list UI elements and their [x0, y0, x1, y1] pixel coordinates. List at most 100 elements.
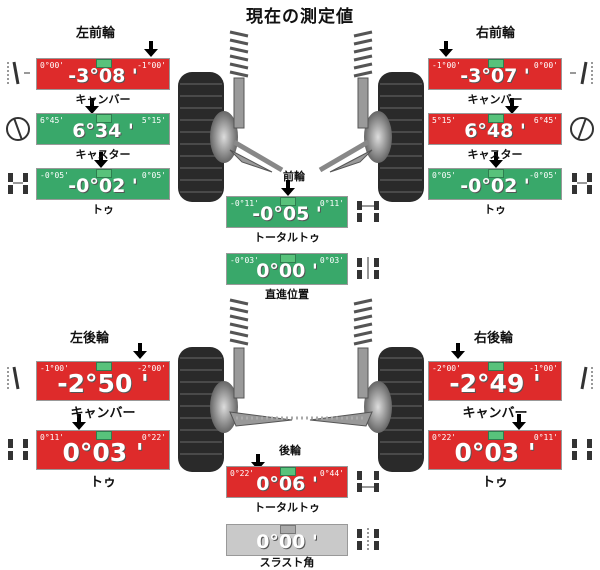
range-max: 0°03': [319, 256, 344, 265]
measured-value: -3°07 ': [460, 65, 530, 87]
front-section-label: 前輪: [283, 170, 305, 183]
tolerance-marker: [488, 114, 504, 123]
rear-right-toe-gauge: 0°22' 0°11' 0°03 ': [428, 430, 562, 470]
tolerance-marker: [96, 431, 112, 440]
front-left-camber-gauge: 0°00' -1°00' -3°08 ': [36, 58, 170, 90]
tolerance-marker: [488, 59, 504, 68]
front-right-toe-label: トゥ: [484, 203, 506, 216]
thrust-angle-diagram-icon: [357, 528, 379, 550]
range-max: -1°00': [529, 364, 558, 373]
camber-diagram-icon: [7, 61, 30, 85]
rear-total-toe-label: トータルトゥ: [254, 501, 320, 514]
range-max: -2°00': [137, 364, 166, 373]
front-right-heading: 右前輪: [476, 26, 516, 41]
measured-value: 0°00 ': [256, 260, 318, 282]
toe-diagram-icon: [572, 173, 592, 194]
tolerance-marker: [488, 169, 504, 178]
front-left-camber-label: キャンバー: [75, 93, 131, 106]
front-right-toe-gauge: 0°05' -0°05' -0°02 ': [428, 168, 562, 200]
measured-value: -0°02 ': [68, 175, 138, 197]
measured-value: 0°03 ': [454, 438, 536, 467]
range-min: 0°00': [40, 61, 65, 70]
tolerance-marker: [96, 169, 112, 178]
page-title: 現在の測定値: [246, 7, 354, 27]
range-min: 0°11': [40, 433, 65, 442]
range-min: -1°00': [40, 364, 69, 373]
rear-left-toe-gauge: 0°11' 0°22' 0°03 ': [36, 430, 170, 470]
rear-left-camber-gauge: -1°00' -2°00' -2°50 ': [36, 361, 170, 401]
front-right-caster-label: キャスター: [467, 148, 523, 161]
straight-ahead-diagram-icon: [357, 257, 379, 279]
tolerance-marker: [96, 59, 112, 68]
range-min: 0°05': [432, 171, 457, 180]
rear-right-toe-label: トゥ: [481, 475, 508, 490]
range-max: 0°05': [141, 171, 166, 180]
straight-ahead-gauge: -0°03' 0°03' 0°00 ': [226, 253, 348, 285]
front-suspension-illustration: [178, 30, 424, 202]
measured-value: 0°00 ': [256, 531, 318, 553]
caster-diagram-icon: [570, 117, 594, 141]
front-total-toe-label: トータルトゥ: [254, 231, 320, 244]
straight-ahead-label: 直進位置: [265, 288, 309, 301]
range-min: -0°05': [40, 171, 69, 180]
front-left-caster-gauge: 6°45' 5°15' 6°34 ': [36, 113, 170, 145]
measured-value: -3°08 ': [68, 65, 138, 87]
rear-left-heading: 左後輪: [70, 331, 110, 346]
front-total-toe-gauge: -0°11' 0°11' -0°05 ': [226, 196, 348, 228]
total-toe-diagram-icon: [357, 201, 379, 222]
range-min: 6°45': [40, 116, 65, 125]
rear-right-camber-gauge: -2°00' -1°00' -2°49 ': [428, 361, 562, 401]
rear-suspension-illustration: [178, 298, 424, 472]
range-max: 6°45': [533, 116, 558, 125]
front-left-toe-gauge: -0°05' 0°05' -0°02 ': [36, 168, 170, 200]
range-min: 5°15': [432, 116, 457, 125]
range-min: 0°22': [432, 433, 457, 442]
front-right-caster-gauge: 5°15' 6°45' 6°48 ': [428, 113, 562, 145]
range-max: 0°11': [533, 433, 558, 442]
tolerance-marker: [96, 362, 112, 371]
thrust-angle-label: スラスト角: [259, 556, 315, 569]
tolerance-marker: [280, 197, 296, 206]
range-max: 0°00': [533, 61, 558, 70]
range-max: 0°44': [319, 469, 344, 478]
tolerance-marker: [280, 525, 296, 534]
rear-section-label: 後輪: [279, 444, 301, 457]
range-min: 0°22': [230, 469, 255, 478]
camber-diagram-icon: [7, 366, 20, 390]
range-max: 0°11': [319, 199, 344, 208]
rear-right-heading: 右後輪: [474, 331, 514, 346]
tolerance-marker: [96, 114, 112, 123]
measured-value: 6°34 ': [72, 120, 134, 142]
range-max: -0°05': [529, 171, 558, 180]
tolerance-marker: [280, 254, 296, 263]
front-right-camber-label: キャンバー: [467, 93, 523, 106]
range-max: -1°00': [137, 61, 166, 70]
range-max: 5°15': [141, 116, 166, 125]
toe-diagram-icon: [8, 439, 28, 460]
camber-diagram-icon: [580, 366, 593, 390]
rear-left-toe-label: トゥ: [89, 475, 116, 490]
measured-value: -0°05 ': [252, 203, 322, 225]
rear-total-toe-gauge: 0°22' 0°44' 0°06 ': [226, 466, 348, 498]
tolerance-marker: [488, 431, 504, 440]
measured-value: 6°48 ': [464, 120, 526, 142]
range-min: -2°00': [432, 364, 461, 373]
rear-left-camber-label: キャンバー: [70, 406, 136, 421]
range-min: -1°00': [432, 61, 461, 70]
range-min: -0°03': [230, 256, 259, 265]
range-max: 0°22': [141, 433, 166, 442]
measured-value: -2°49 ': [449, 369, 541, 398]
thrust-angle-gauge: 0°00 ': [226, 524, 348, 556]
front-left-heading: 左前輪: [76, 26, 116, 41]
measured-value: -0°02 ': [460, 175, 530, 197]
front-left-toe-label: トゥ: [92, 203, 114, 216]
rear-right-camber-label: キャンバー: [462, 406, 528, 421]
total-toe-diagram-icon: [357, 471, 379, 492]
range-min: -0°11': [230, 199, 259, 208]
tolerance-marker: [488, 362, 504, 371]
toe-diagram-icon: [8, 173, 28, 194]
measured-value: 0°06 ': [256, 473, 318, 495]
camber-diagram-icon: [570, 61, 593, 85]
caster-diagram-icon: [6, 117, 30, 141]
measured-value: -2°50 ': [57, 369, 149, 398]
